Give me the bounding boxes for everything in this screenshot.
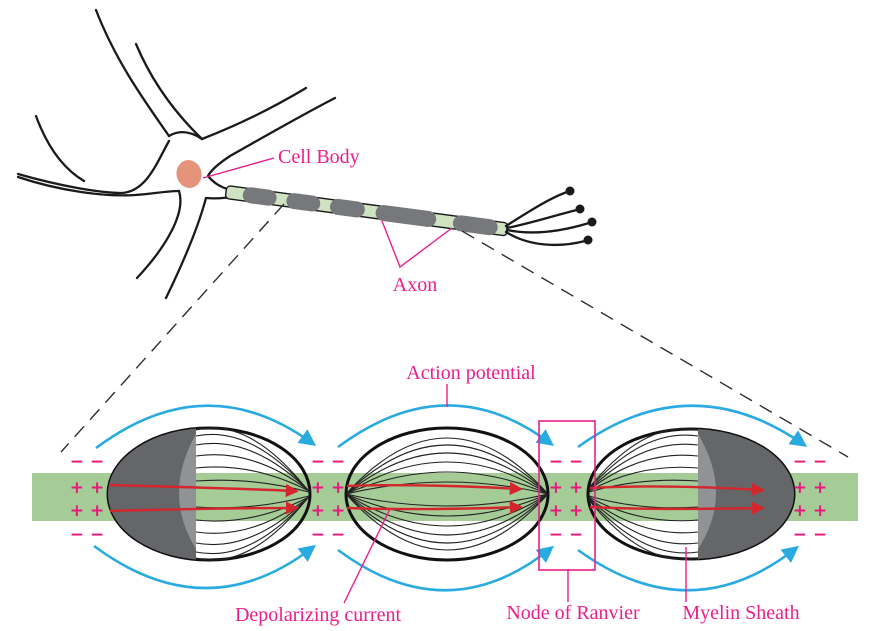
current-arrow — [589, 482, 765, 497]
myelin-segment — [452, 215, 498, 236]
sheath-highlight-left — [179, 434, 196, 549]
myelin-segment — [242, 187, 277, 206]
zoom-projection-line-right — [461, 230, 849, 458]
plus-signs: + + — [793, 501, 827, 521]
minus-signs: − − — [70, 452, 104, 472]
node-of-ranvier-label: Node of Ranvier — [506, 602, 640, 624]
depolarizing-current-label: Depolarizing current — [235, 604, 401, 626]
action-potential-arc — [93, 544, 317, 590]
axon-leader-lines — [381, 220, 453, 269]
current-arrow — [589, 501, 765, 515]
node-of-ranvier-box — [538, 420, 596, 571]
terminal-bouton — [587, 217, 597, 227]
charge-signs-cluster-left: − − + + + + − − — [70, 452, 104, 545]
current-arrow — [109, 501, 299, 515]
current-arrow — [346, 481, 523, 496]
myelin-segment — [286, 193, 321, 212]
axon-label: Axon — [393, 274, 437, 296]
plus-signs: + + — [549, 478, 583, 498]
axon-terminals — [504, 186, 597, 247]
minus-signs: − − — [311, 452, 345, 472]
zoom-projection-line-left — [60, 203, 285, 453]
cell-body-label: Cell Body — [278, 146, 360, 168]
axon — [224, 185, 509, 237]
depolarizing-current-leader-line — [343, 508, 391, 604]
plus-signs: + + — [70, 478, 104, 498]
minus-signs: − − — [549, 452, 583, 472]
sheath-dome-left — [108, 428, 196, 560]
action-potential-label: Action potential — [406, 362, 536, 384]
terminal-bouton — [575, 204, 585, 214]
neuron-overview: Cell Body Axon — [16, 8, 849, 458]
magnified-axon-section: − − + + + + − − − − + + + + − − − − + + … — [32, 362, 858, 626]
minus-signs: − − — [70, 525, 104, 545]
charge-signs-cluster-node2: − − + + + + − − — [549, 452, 583, 545]
terminal-bouton — [565, 186, 575, 196]
action-potential-arc — [577, 545, 799, 592]
sheath-dome-right — [698, 429, 794, 559]
cell-body-leader-line — [202, 157, 275, 179]
dendrites-and-soma — [16, 8, 337, 300]
myelin-sheath-label: Myelin Sheath — [682, 602, 799, 624]
cell-nucleus — [176, 160, 202, 188]
minus-signs: − − — [549, 525, 583, 545]
plus-signs: + + — [793, 478, 827, 498]
plus-signs: + + — [311, 501, 345, 521]
charge-signs-cluster-node1: − − + + + + − − — [311, 452, 345, 545]
plus-signs: + + — [311, 478, 345, 498]
plus-signs: + + — [549, 501, 583, 521]
action-potential-arc — [95, 404, 317, 450]
minus-signs: − − — [311, 525, 345, 545]
minus-signs: − − — [793, 452, 827, 472]
current-arrow — [109, 483, 299, 498]
action-potential-arcs — [93, 404, 808, 592]
current-arrow — [346, 500, 523, 514]
myelin-segment — [375, 205, 437, 227]
action-potential-arc — [337, 545, 554, 592]
minus-signs: − − — [793, 525, 827, 545]
action-potential-arc — [337, 404, 555, 449]
charge-signs-cluster-right: − − + + + + − − — [793, 452, 827, 545]
plus-signs: + + — [70, 501, 104, 521]
terminal-bouton — [583, 235, 593, 245]
action-potential-arc — [577, 404, 808, 449]
myelin-segment — [330, 198, 365, 218]
sheath-highlight-right — [698, 434, 716, 549]
depolarizing-current-arrows — [109, 481, 765, 515]
